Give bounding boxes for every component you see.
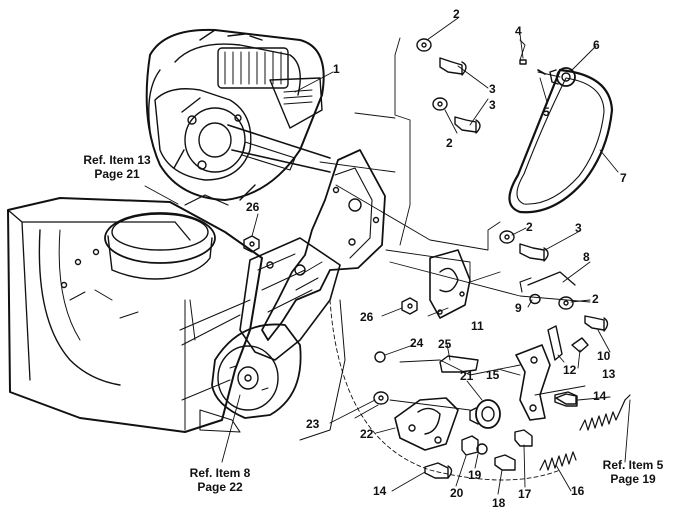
callout-20: 20: [450, 486, 464, 500]
callout-16: 16: [571, 484, 585, 498]
reference-line: Page 19: [610, 472, 656, 486]
callout-15: 15: [486, 368, 500, 382]
callout-10: 10: [597, 349, 611, 363]
callout-9: 9: [515, 301, 522, 315]
callout-26: 26: [246, 200, 260, 214]
callout-24: 24: [410, 336, 424, 350]
callout-2: 2: [526, 220, 533, 234]
reference-note: Ref. Item 8 Page 22: [166, 466, 274, 494]
callout-23: 23: [306, 417, 320, 431]
reference-note: Ref. Item 13 Page 21: [62, 153, 172, 181]
callout-21: 21: [460, 369, 474, 383]
guide-lines: [319, 37, 591, 481]
callout-22: 22: [360, 427, 374, 441]
reference-line: Page 21: [94, 167, 140, 181]
engine-pulley: [519, 59, 576, 87]
reference-line: Ref. Item 5: [602, 458, 664, 472]
callout-2: 2: [453, 7, 460, 21]
callout-13: 13: [602, 367, 616, 381]
reference-line: Page 22: [197, 480, 243, 494]
callout-3: 3: [575, 221, 582, 235]
callout-3: 3: [489, 82, 496, 96]
callout-2: 2: [446, 136, 453, 150]
callout-18: 18: [492, 496, 506, 510]
callout-2: 2: [592, 292, 599, 306]
idler-bracket: [429, 249, 471, 319]
shoulder-bolt: [554, 391, 578, 407]
callout-26: 26: [360, 310, 374, 324]
idler-pulley: [469, 399, 501, 429]
reference-line: Ref. Item 13: [83, 153, 151, 167]
callout-14: 14: [593, 389, 607, 403]
callout-5: 5: [543, 105, 550, 119]
tension-springs: [539, 394, 631, 471]
callout-4: 4: [515, 24, 522, 38]
reference-line: Ref. Item 8: [189, 466, 251, 480]
engine: [145, 28, 331, 201]
callout-6: 6: [593, 38, 600, 52]
retaining-clip: [519, 271, 576, 293]
callout-19: 19: [468, 468, 482, 482]
auger-pulley: [211, 323, 302, 419]
idler-arm-bracket: [394, 397, 459, 451]
auger-housing: [7, 194, 346, 441]
callout-17: 17: [518, 487, 532, 501]
callout-25: 25: [438, 337, 452, 351]
callout-8: 8: [583, 250, 590, 264]
callout-7: 7: [620, 171, 627, 185]
callout-11: 11: [471, 319, 484, 333]
callout-12: 12: [563, 363, 577, 377]
drive-belt: [508, 68, 614, 214]
carriage-bolts: [424, 429, 533, 479]
leader-lines: [144, 17, 631, 495]
washers-and-bolts: [416, 38, 609, 332]
callout-1: 1: [333, 62, 340, 76]
flat-washer: [373, 391, 389, 405]
belt-guide: [374, 351, 479, 373]
callout-14: 14: [373, 484, 387, 498]
reference-note: Ref. Item 5 Page 19: [580, 458, 686, 486]
engine-mounting-plate: [261, 149, 386, 341]
spacer: [461, 435, 488, 456]
idler-arm: [515, 325, 589, 421]
callout-3: 3: [489, 98, 496, 112]
drive-arm: [239, 237, 341, 361]
